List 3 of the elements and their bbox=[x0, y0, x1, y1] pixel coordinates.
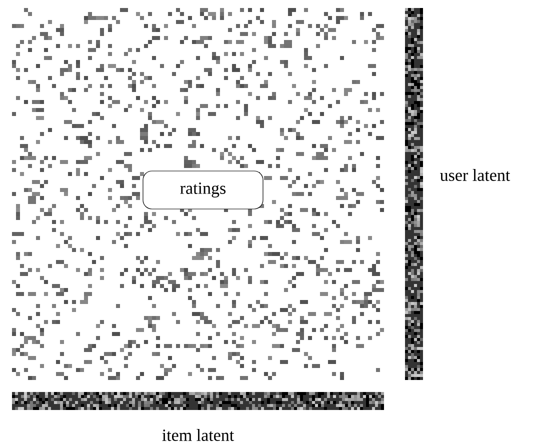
axis-label: item latent bbox=[162, 429, 234, 441]
label-box: ratings bbox=[142, 170, 264, 210]
axis-label: user latent bbox=[440, 169, 510, 181]
